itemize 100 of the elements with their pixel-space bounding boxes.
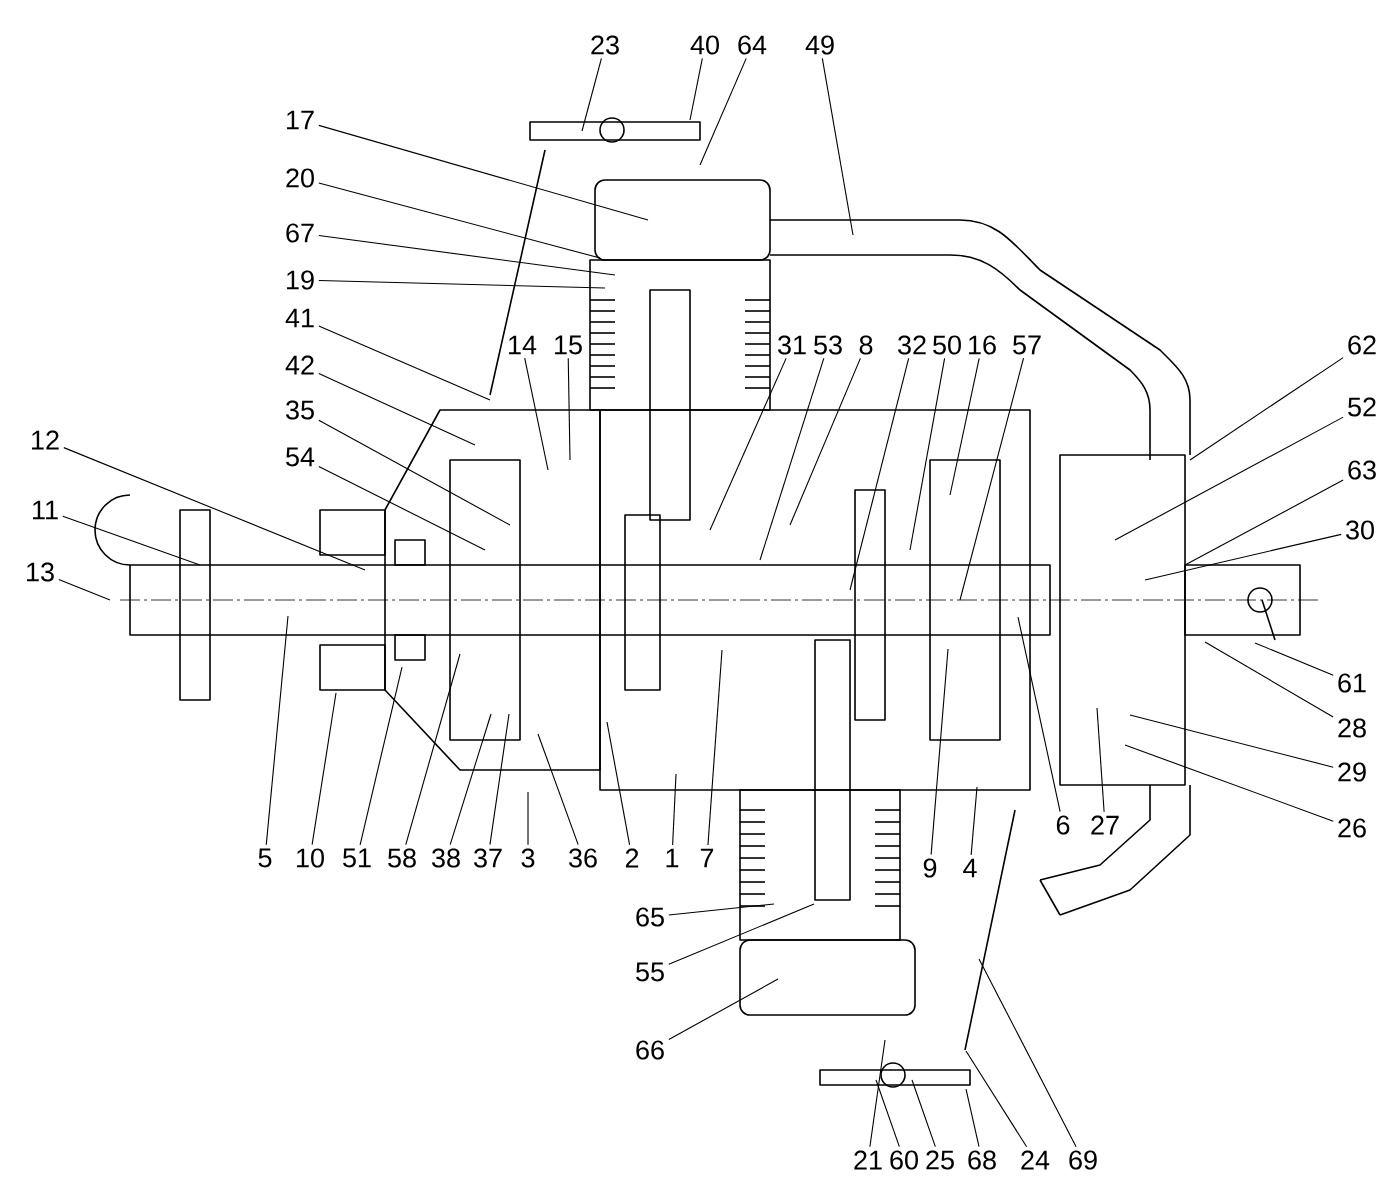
- leader-line: [821, 57, 854, 236]
- callout-number: 27: [1091, 815, 1119, 835]
- leader-line: [875, 1079, 900, 1148]
- leader-line: [949, 357, 980, 496]
- callout-number: 51: [343, 848, 371, 868]
- callout-number: 28: [1338, 718, 1366, 738]
- leader-line: [265, 615, 289, 846]
- leader-line: [318, 124, 649, 221]
- leader-line: [1144, 533, 1342, 581]
- leader-line: [1189, 357, 1344, 461]
- callout-number: 32: [898, 335, 926, 355]
- leader-line: [668, 903, 775, 916]
- leader-line: [668, 978, 779, 1041]
- callout-number: 21: [854, 1150, 882, 1170]
- callout-number: 20: [286, 168, 314, 188]
- leader-line: [707, 649, 723, 846]
- leader-line: [537, 733, 579, 846]
- leader-line: [1254, 642, 1334, 676]
- leader-line: [524, 357, 549, 471]
- leader-line: [311, 692, 337, 846]
- callout-number: 14: [509, 335, 537, 355]
- leader-line: [909, 357, 946, 551]
- callout-number: 65: [636, 907, 664, 927]
- leader-line: [869, 1039, 886, 1148]
- callout-number: 55: [636, 962, 664, 982]
- leader-line: [1114, 416, 1344, 541]
- leader-line: [63, 447, 366, 571]
- callout-number: 61: [1338, 673, 1366, 693]
- leader-line: [699, 57, 747, 166]
- callout-number: 31: [778, 335, 806, 355]
- callout-number: 30: [1346, 520, 1374, 540]
- callout-number: 9: [923, 858, 937, 878]
- leader-line: [318, 182, 601, 259]
- callout-number: 38: [432, 848, 460, 868]
- callout-number: 16: [969, 335, 996, 355]
- leader-line: [689, 57, 703, 121]
- leader-line: [1129, 714, 1334, 768]
- callout-number: 60: [890, 1150, 918, 1170]
- callout-number: 69: [1069, 1150, 1097, 1170]
- leader-line: [567, 357, 571, 461]
- callout-number: 13: [27, 562, 54, 582]
- callout-number: 40: [690, 35, 719, 55]
- callout-number: 42: [285, 355, 314, 375]
- callout-number: 12: [32, 430, 59, 450]
- callout-number: 19: [287, 270, 314, 290]
- leader-line: [965, 1088, 980, 1148]
- leader-line: [1017, 616, 1061, 813]
- callout-number: 3: [521, 848, 535, 868]
- callout-number: 23: [591, 35, 619, 55]
- leader-line: [978, 958, 1077, 1148]
- callout-number: 49: [805, 35, 834, 55]
- leader-line: [405, 653, 461, 846]
- callout-number: 53: [814, 335, 842, 355]
- callout-number: 50: [933, 335, 961, 355]
- callout-number: 2: [625, 848, 639, 868]
- leader-line: [965, 1050, 1028, 1148]
- callout-number: 52: [1348, 397, 1376, 417]
- leader-line: [318, 373, 476, 446]
- leader-line: [849, 357, 910, 591]
- leader-line: [930, 648, 949, 856]
- callout-number: 29: [1338, 762, 1366, 782]
- callout-number: 58: [388, 848, 416, 868]
- leader-line: [911, 1079, 936, 1148]
- callout-number: 15: [555, 335, 582, 355]
- leader-line: [318, 234, 616, 276]
- leader-line: [318, 325, 491, 401]
- leader-line: [318, 279, 606, 289]
- callout-number: 17: [287, 110, 314, 130]
- callout-number: 68: [968, 1150, 996, 1170]
- leader-line: [789, 357, 861, 526]
- callout-number: 10: [297, 848, 324, 868]
- leader-line: [759, 357, 825, 561]
- callout-number: 67: [286, 223, 314, 243]
- callout-number: 6: [1056, 815, 1070, 835]
- leader-line: [527, 791, 529, 846]
- leader-line: [606, 721, 631, 846]
- leader-line: [489, 713, 510, 846]
- callout-number: 8: [859, 335, 873, 355]
- callout-number: 11: [33, 500, 58, 520]
- callout-number: 64: [738, 35, 767, 55]
- callout-number: 66: [636, 1040, 664, 1060]
- callout-number: 63: [1348, 460, 1376, 480]
- callout-number: 4: [963, 858, 977, 878]
- leader-line: [1096, 707, 1105, 813]
- callout-number: 24: [1021, 1150, 1050, 1170]
- callout-number: 57: [1013, 335, 1041, 355]
- leader-line: [959, 357, 1025, 601]
- leader-line: [970, 786, 978, 856]
- callout-number: 25: [926, 1150, 954, 1170]
- leader-line: [1124, 744, 1334, 822]
- callout-number: 37: [474, 848, 502, 868]
- leader-line: [318, 465, 486, 551]
- callout-number: 7: [700, 848, 714, 868]
- callout-number: 36: [569, 848, 597, 868]
- callout-number: 41: [285, 308, 314, 328]
- callout-number: 26: [1338, 818, 1366, 838]
- leader-line: [58, 579, 111, 601]
- callout-number: 54: [286, 447, 315, 467]
- callout-number: 5: [258, 848, 272, 868]
- leader-line: [1204, 641, 1334, 718]
